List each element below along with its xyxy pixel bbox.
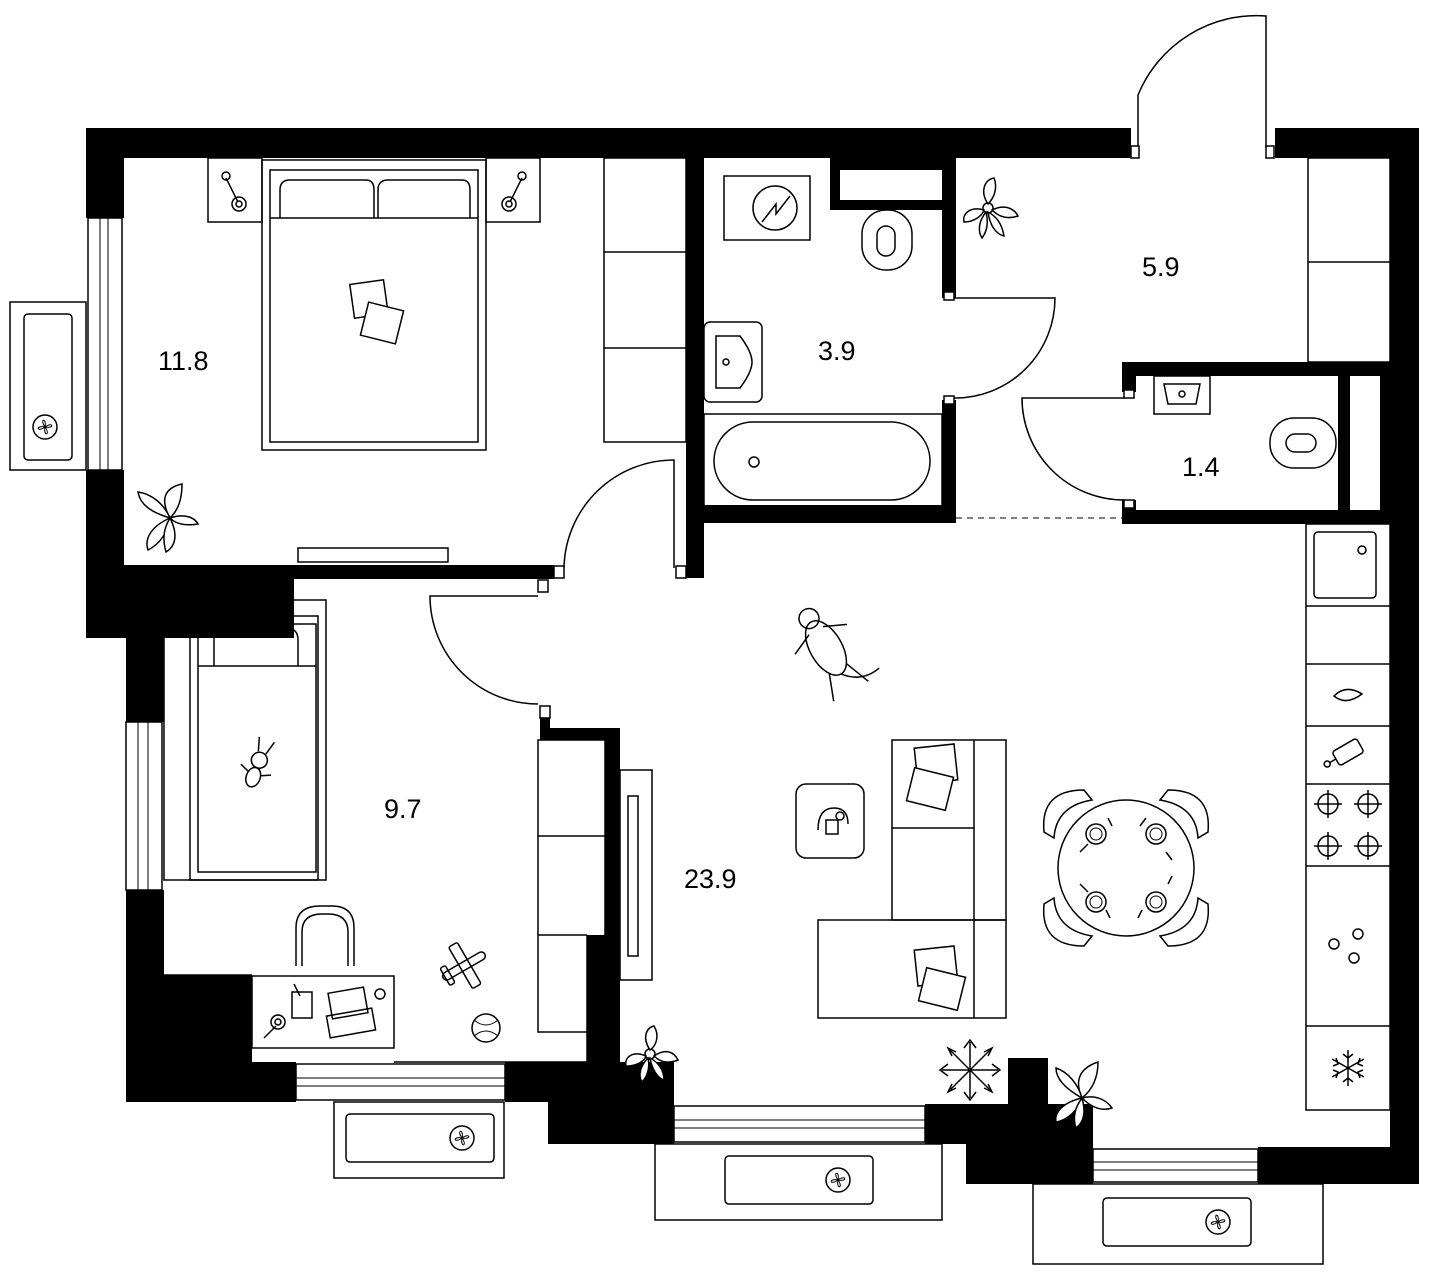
fan-icon (32, 414, 58, 440)
toilet-furniture (1153, 375, 1337, 469)
plant-icon (624, 1025, 680, 1084)
doors (429, 14, 1275, 719)
hallway-area-label: 5.9 (1142, 252, 1180, 282)
bathroom-area-label: 3.9 (818, 336, 856, 366)
toilet-area-label: 1.4 (1182, 452, 1220, 482)
fan-icon (1205, 1209, 1231, 1235)
living-furniture (619, 523, 1391, 1130)
kids-room-furniture (163, 599, 606, 1063)
toy-bunny-icon (240, 736, 276, 788)
kids-room-area-label: 9.7 (384, 794, 422, 824)
balconies (9, 301, 1324, 1265)
plant-icon (137, 483, 200, 554)
bedroom-furniture (137, 157, 687, 563)
plant-icon (962, 177, 1020, 240)
windows (87, 217, 1259, 1183)
living-kitchen-area-label: 23.9 (684, 864, 737, 894)
toy-plane-icon (439, 942, 487, 989)
walls (86, 128, 1419, 1184)
room-labels: 11.8 3.9 5.9 1.4 9.7 23.9 (158, 252, 1220, 894)
hallway-furniture (962, 157, 1391, 363)
plant-icon (1055, 1060, 1114, 1130)
stove-icon (1314, 790, 1382, 860)
fan-icon (825, 1167, 851, 1193)
bathroom-furniture (703, 175, 943, 507)
snowflake-icon (1331, 1050, 1365, 1086)
cutting-board-icon (1323, 738, 1364, 768)
dog-icon (794, 607, 880, 702)
plant-icon (938, 1038, 1002, 1102)
fan-icon (449, 1125, 475, 1151)
bedroom-area-label: 11.8 (158, 346, 209, 376)
